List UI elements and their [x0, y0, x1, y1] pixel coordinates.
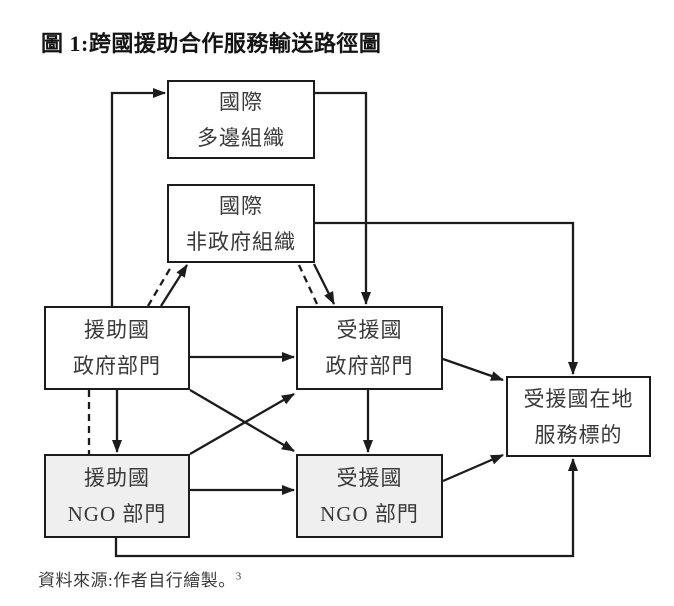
edge-intl-ngo-to-recipient-gov [312, 263, 336, 305]
node-recipient-gov-label-line: 受援國 [336, 318, 403, 342]
source-note-superscript: 3 [235, 570, 242, 583]
node-recipient-gov: 受援國政府部門 [296, 306, 443, 390]
node-recipient-gov-label-line: 政府部門 [325, 354, 414, 378]
edge-donor-gov-to-intl-ngo [147, 266, 172, 307]
edge-donor-gov-to-intl-multilateral-org [110, 88, 166, 306]
edge-recipient-ngo-to-local-service-target [442, 453, 504, 483]
edge-donor-ngo-to-recipient-gov [189, 393, 295, 455]
node-intl-multilateral-org-label-line: 國際 [219, 89, 263, 114]
node-donor-ngo-label-line: NGO 部門 [67, 502, 167, 526]
node-local-service-target-label-line: 受援國在地 [523, 386, 634, 411]
node-donor-ngo-label-line: 援助國 [84, 466, 150, 490]
node-intl-ngo-label-line: 國際 [219, 193, 263, 218]
node-local-service-target-label-line: 服務標的 [534, 422, 623, 447]
figure-title: 圖 1:跨國援助合作服務輸送路徑圖 [41, 31, 382, 56]
edge-recipient-gov-to-local-service-target [442, 357, 504, 382]
edge-donor-gov-to-intl-ngo [160, 264, 188, 307]
node-recipient-ngo-label-line: NGO 部門 [320, 502, 419, 526]
node-intl-ngo-label-line: 非政府組織 [186, 229, 296, 254]
node-donor-gov: 援助國政府部門 [44, 306, 190, 390]
edge-intl-ngo-to-local-service-target [315, 221, 578, 375]
source-note-text: 資料來源:作者自行繪製。 [38, 571, 236, 590]
edge-intl-ngo-to-recipient-gov [297, 264, 319, 305]
node-recipient-ngo-label-line: 受援國 [336, 466, 403, 490]
edge-donor-ngo-to-local-service-target [114, 458, 578, 558]
node-recipient-ngo: 受援國 NGO 部門 [296, 454, 443, 538]
node-intl-ngo: 國際非政府組織 [167, 184, 315, 263]
edge-donor-gov-to-recipient-ngo [189, 389, 295, 452]
node-intl-multilateral-org-label-line: 多邊組織 [197, 125, 285, 150]
node-donor-ngo: 援助國 NGO 部門 [44, 454, 190, 538]
edge-intl-multilateral-org-to-recipient-gov [315, 91, 371, 305]
node-donor-gov-label-line: 援助國 [84, 318, 150, 342]
node-donor-gov-label-line: 政府部門 [73, 354, 161, 378]
source-note: 資料來源:作者自行繪製。3 [38, 566, 242, 591]
node-local-service-target: 受援國在地服務標的 [506, 376, 651, 457]
node-intl-multilateral-org: 國際多邊組織 [167, 80, 315, 159]
